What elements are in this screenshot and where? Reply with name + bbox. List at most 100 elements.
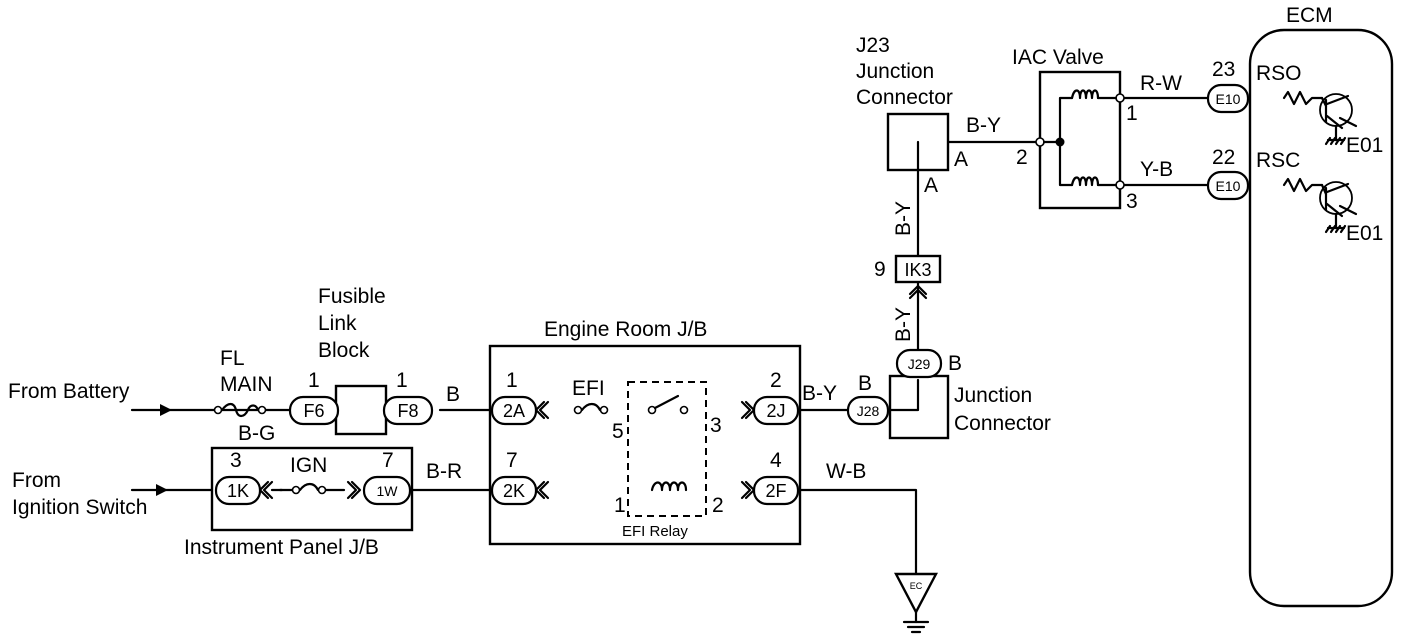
ign-fuse-label: IGN bbox=[290, 454, 327, 477]
wire-label-r-w: R-W bbox=[1140, 72, 1182, 95]
connector-1k-label: 1K bbox=[227, 481, 249, 501]
transistor-rso bbox=[1319, 93, 1358, 146]
f6-pin: 1 bbox=[308, 369, 320, 392]
connector-ik3: IK3 bbox=[894, 254, 942, 300]
iac-pin-3: 3 bbox=[1126, 190, 1138, 213]
j29-pin-b-left: B bbox=[858, 372, 872, 395]
ground-ec-label: EC bbox=[910, 581, 923, 591]
efi-relay-switch bbox=[647, 394, 689, 415]
connector-e10-bottom-label: E10 bbox=[1216, 178, 1241, 194]
ecm-e01-bottom-label: E01 bbox=[1346, 222, 1383, 245]
labels: ECM 23 22 RSO RSC E01 E01 IAC Valve 1 2 … bbox=[8, 4, 1383, 559]
connector-2a-label: 2A bbox=[503, 401, 525, 421]
erjb-pin-2k: 7 bbox=[506, 449, 518, 472]
junction-connector-label-line2: Connector bbox=[954, 412, 1051, 435]
iac-pin-1: 1 bbox=[1126, 102, 1138, 125]
relay-pin-3: 3 bbox=[710, 414, 722, 437]
connector-e10-bottom: E10 bbox=[1206, 170, 1250, 201]
connector-f8: F8 bbox=[382, 395, 434, 426]
iac-pin-2-terminal bbox=[1035, 137, 1045, 147]
wire-label-b-g: B-G bbox=[238, 422, 275, 445]
instrument-panel-jb-title: Instrument Panel J/B bbox=[184, 536, 379, 559]
connector-1k: 1K bbox=[214, 475, 284, 506]
j23-title-line2: Junction bbox=[856, 60, 934, 83]
ecm-pin-23: 23 bbox=[1212, 58, 1235, 81]
iac-valve-title: IAC Valve bbox=[1012, 46, 1104, 69]
connector-2a: 2A bbox=[490, 395, 550, 426]
ipjb-pin-1w: 7 bbox=[382, 449, 394, 472]
iac-pin-2: 2 bbox=[1016, 146, 1028, 169]
efi-fuse-label: EFI bbox=[572, 377, 605, 400]
connector-2f: 2F bbox=[740, 475, 800, 506]
rso-resistor bbox=[1282, 90, 1324, 106]
relay-pin-5: 5 bbox=[612, 420, 624, 443]
ecm-title: ECM bbox=[1286, 4, 1333, 27]
engine-room-jb-box bbox=[488, 344, 802, 546]
j23-pin-a-right: A bbox=[954, 148, 968, 171]
efi-relay-coil bbox=[650, 481, 688, 492]
f8-pin: 1 bbox=[396, 369, 408, 392]
iac-pin-3-terminal bbox=[1115, 180, 1125, 190]
connector-j29-label: J29 bbox=[908, 356, 931, 372]
ecm-rsc-label: RSC bbox=[1256, 149, 1300, 172]
connector-j28-label: J28 bbox=[857, 403, 880, 419]
wire-label-b-y-vert2: B-Y bbox=[892, 307, 915, 342]
wire-label-y-b: Y-B bbox=[1140, 158, 1173, 181]
erjb-pin-2j: 2 bbox=[770, 369, 782, 392]
wire-label-w-b: W-B bbox=[826, 460, 866, 483]
connector-2j-label: 2J bbox=[766, 401, 785, 421]
source-ignition-label-line1: From bbox=[12, 469, 61, 492]
ground-ec-symbol bbox=[894, 572, 938, 634]
ipjb-pin-1k: 3 bbox=[230, 449, 242, 472]
fusible-link-label-line3: Block bbox=[318, 339, 370, 362]
engine-room-jb-title: Engine Room J/B bbox=[544, 318, 707, 341]
j29-pin-b-top: B bbox=[948, 352, 962, 375]
relay-pin-1: 1 bbox=[614, 494, 626, 517]
junction-internal-link bbox=[882, 378, 920, 412]
wire-label-b: B bbox=[446, 383, 460, 406]
wire-label-b-y-erjb: B-Y bbox=[802, 382, 837, 405]
source-battery-label: From Battery bbox=[8, 380, 130, 403]
connector-2k-label: 2K bbox=[503, 481, 525, 501]
ik3-pin: 9 bbox=[874, 258, 886, 281]
fusible-link-block bbox=[334, 384, 388, 436]
ecm-e01-top-label: E01 bbox=[1346, 134, 1383, 157]
wire-label-b-y-top: B-Y bbox=[966, 114, 1001, 137]
connector-f6: F6 bbox=[288, 395, 340, 426]
connector-e10-top: E10 bbox=[1206, 83, 1250, 114]
rsc-resistor bbox=[1282, 177, 1324, 193]
ecm-rso-label: RSO bbox=[1256, 62, 1302, 85]
j23-title-line1: J23 bbox=[856, 34, 890, 57]
ignition-arrow bbox=[156, 484, 168, 496]
connector-2k: 2K bbox=[490, 475, 550, 506]
wire-2f-ground bbox=[794, 488, 918, 576]
connector-f6-label: F6 bbox=[303, 401, 324, 421]
erjb-pin-2f: 4 bbox=[770, 449, 782, 472]
battery-arrow bbox=[160, 404, 172, 416]
connector-2f-label: 2F bbox=[765, 481, 786, 501]
ecm-pin-22: 22 bbox=[1212, 146, 1235, 169]
connector-j29: J29 bbox=[895, 348, 943, 379]
connector-f8-label: F8 bbox=[397, 401, 418, 421]
iac-valve bbox=[1035, 70, 1125, 210]
efi-relay-label: EFI Relay bbox=[622, 523, 688, 540]
transistor-rsc bbox=[1319, 181, 1358, 234]
source-ignition-label-line2: Ignition Switch bbox=[12, 496, 147, 519]
fusible-link-label-line2: Link bbox=[318, 312, 357, 335]
connector-2j: 2J bbox=[740, 395, 800, 426]
wire-label-b-y-vert1: B-Y bbox=[892, 201, 915, 236]
efi-relay-box bbox=[627, 381, 707, 517]
fl-main-label-line1: FL bbox=[220, 347, 245, 370]
iac-coil-upper bbox=[1070, 89, 1100, 100]
connector-1w: 1W bbox=[346, 475, 412, 506]
j23-pin-a-bottom: A bbox=[924, 174, 938, 197]
connector-e10-top-label: E10 bbox=[1216, 91, 1241, 107]
junction-connector-label-line1: Junction bbox=[954, 384, 1032, 407]
relay-pin-2: 2 bbox=[712, 494, 724, 517]
fl-main-fusible-link bbox=[213, 402, 267, 418]
erjb-pin-2a: 1 bbox=[506, 369, 518, 392]
connector-j28: J28 bbox=[846, 395, 890, 426]
fusible-link-label-line1: Fusible bbox=[318, 285, 386, 308]
fl-main-label-line2: MAIN bbox=[220, 373, 273, 396]
